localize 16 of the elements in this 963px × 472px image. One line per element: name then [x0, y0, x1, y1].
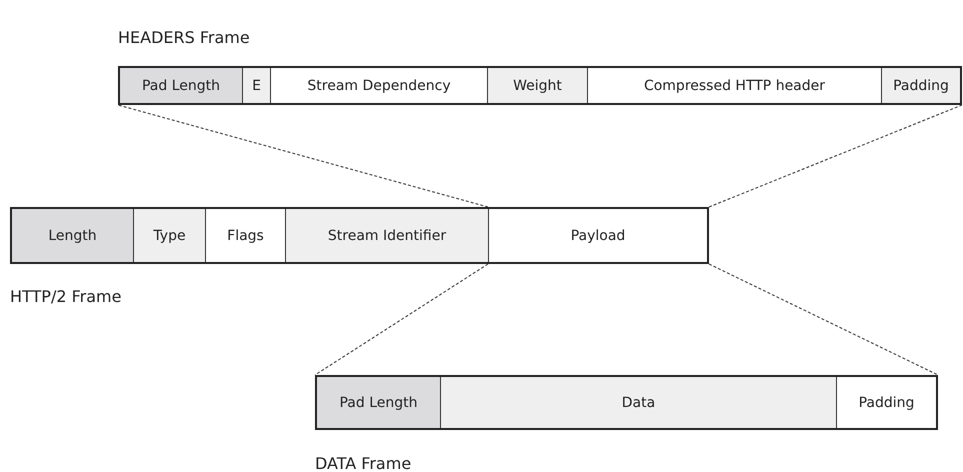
frame-title: HEADERS Frame	[118, 28, 250, 47]
zoom-line	[708, 104, 962, 208]
frame-field: Length	[12, 209, 133, 262]
zoom-line	[314, 264, 488, 376]
frame-field: Weight	[487, 68, 587, 103]
frame-title: HTTP/2 Frame	[10, 287, 122, 306]
frame-field: Pad Length	[317, 377, 440, 428]
zoom-line	[708, 264, 938, 376]
frame-field: Type	[133, 209, 205, 262]
frame-field: Pad Length	[120, 68, 242, 103]
frame-title: DATA Frame	[315, 454, 412, 472]
frame-field: Data	[440, 377, 836, 428]
zoom-line	[118, 104, 488, 208]
frame-field: Stream Identifier	[285, 209, 488, 262]
frame-field: Padding	[881, 68, 960, 103]
frame-field: E	[242, 68, 270, 103]
